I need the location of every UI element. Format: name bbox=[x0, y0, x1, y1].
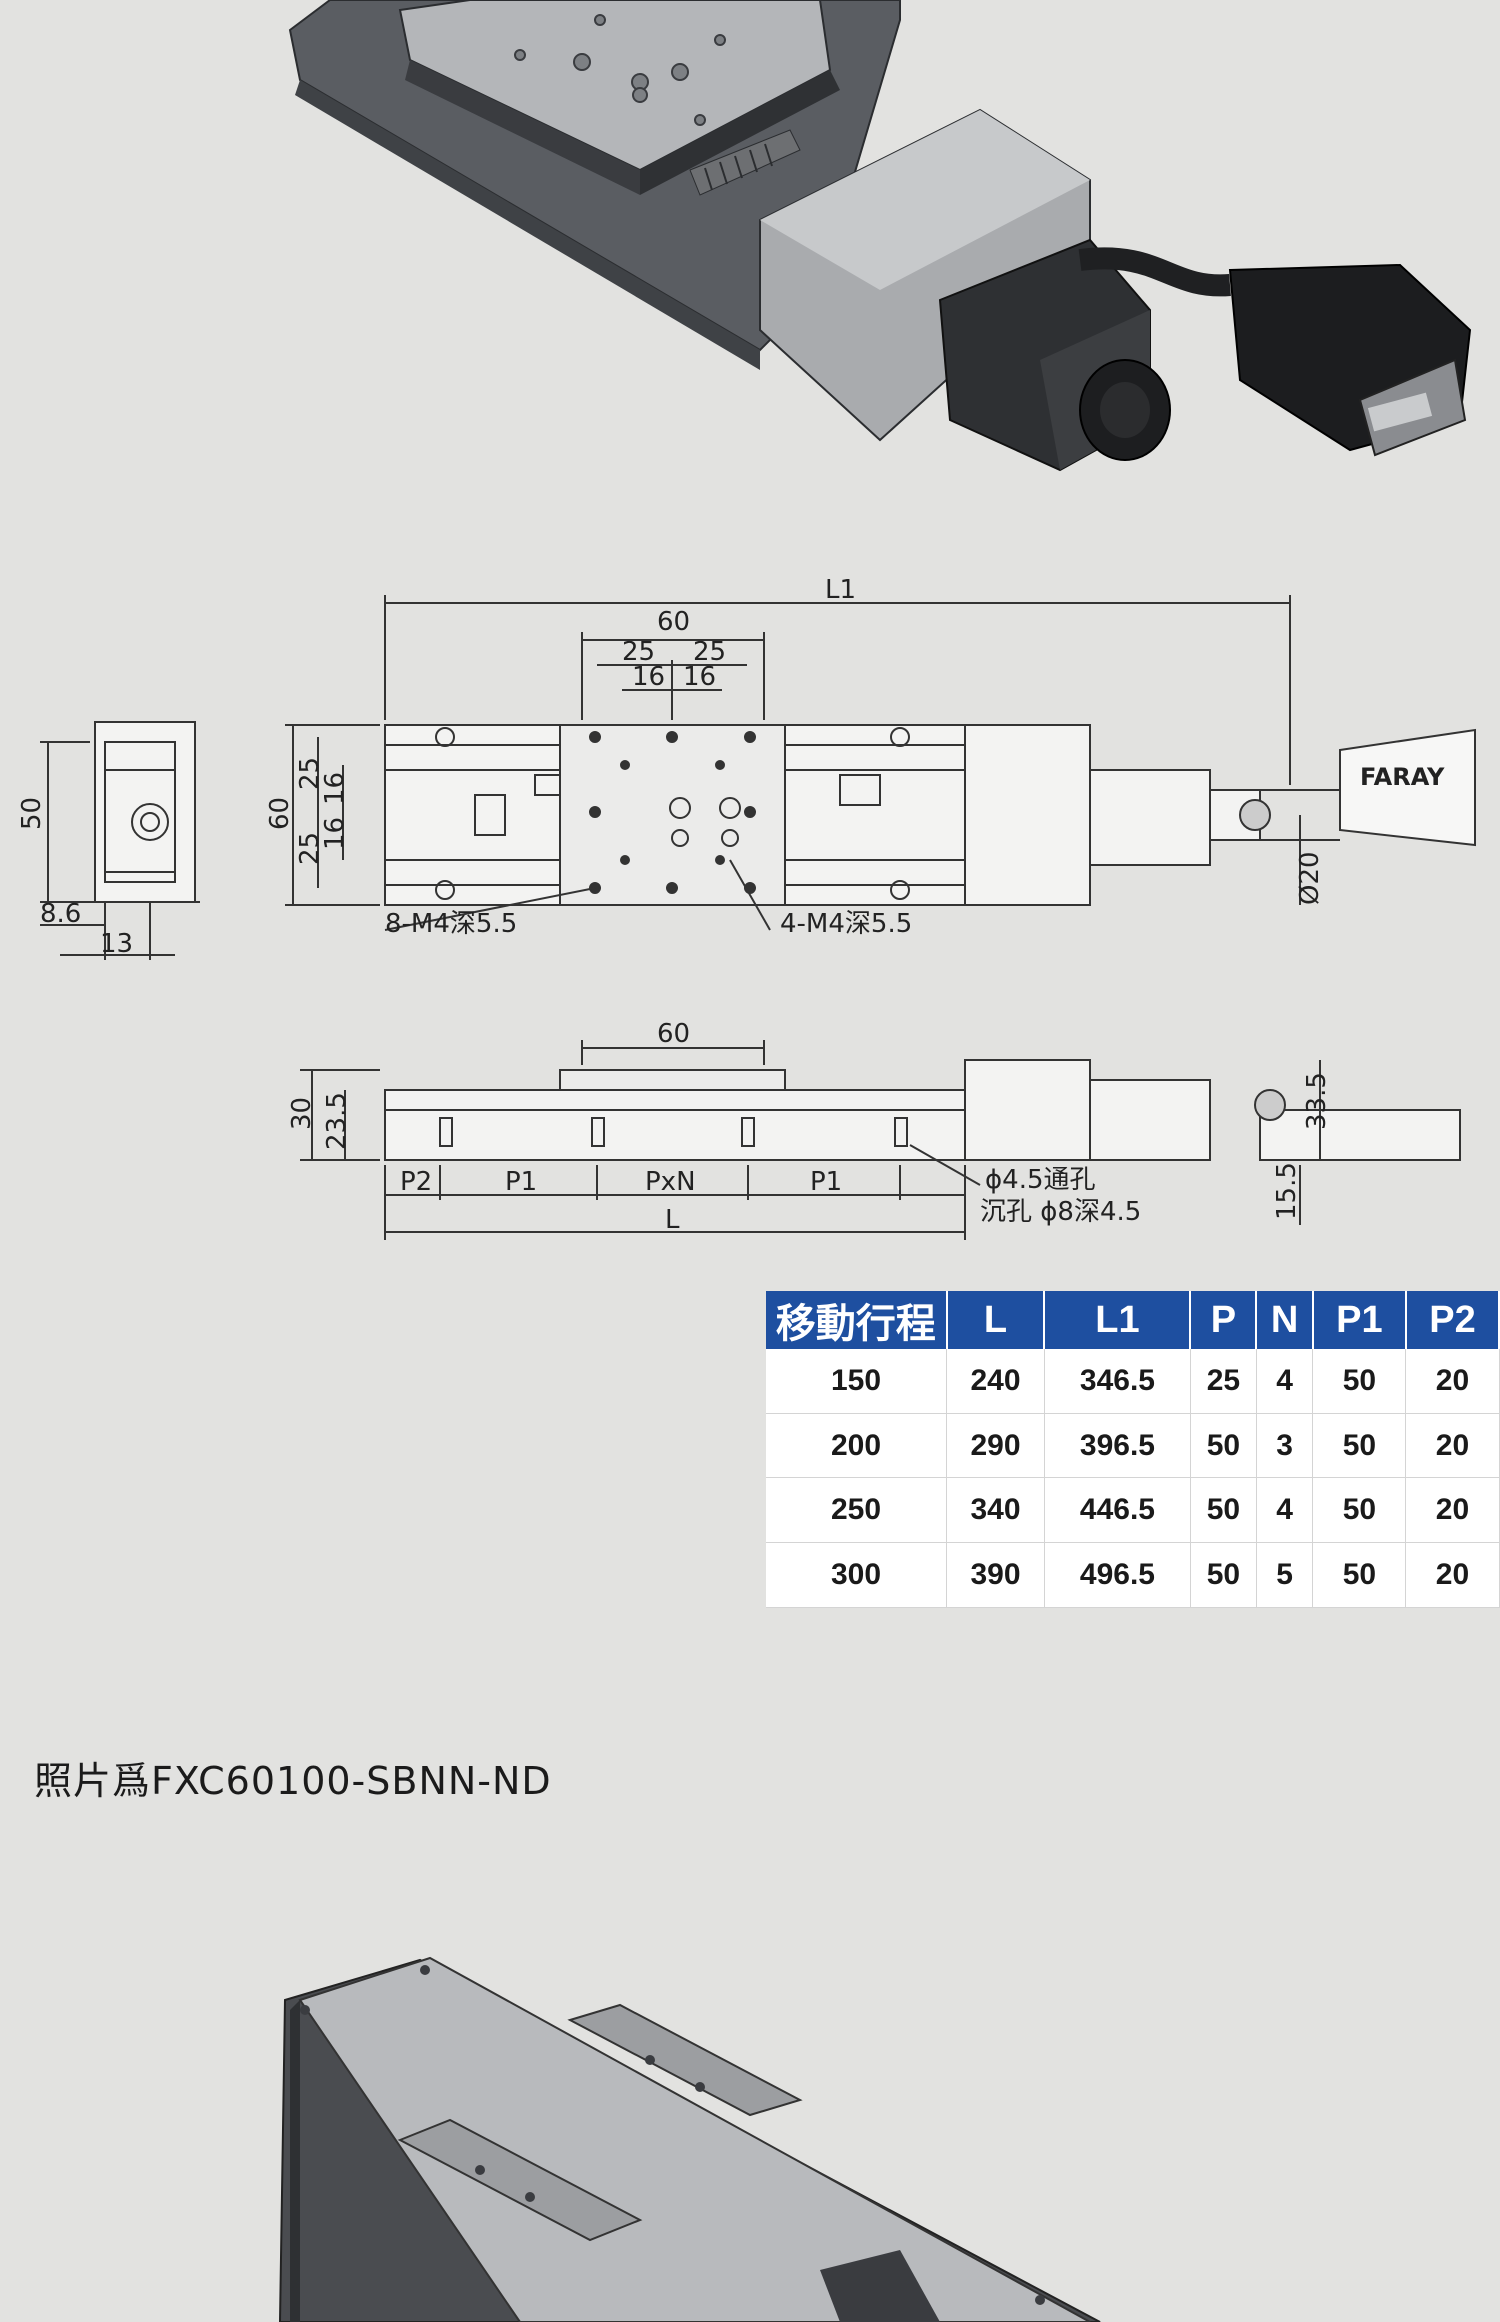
col-p: P bbox=[1190, 1291, 1258, 1349]
stage-render-top bbox=[288, 0, 1472, 472]
dim-v16-top: 16 bbox=[320, 772, 350, 805]
spec-header-row: 移動行程 L L1 P N P1 P2 bbox=[766, 1291, 1500, 1349]
table-cell: 290 bbox=[946, 1413, 1045, 1479]
col-n: N bbox=[1256, 1291, 1314, 1349]
table-cell: 5 bbox=[1256, 1542, 1314, 1608]
bottom-carriage-plate bbox=[298, 1956, 1091, 2322]
table-cell: 50 bbox=[1190, 1542, 1257, 1608]
dim-p2: P2 bbox=[400, 1167, 432, 1197]
dim-v25-bottom: 25 bbox=[295, 832, 325, 865]
dim-25-left: 25 bbox=[622, 637, 655, 667]
col-stroke: 移動行程 bbox=[766, 1291, 948, 1349]
table-row: 200 290 396.5 50 3 50 20 bbox=[766, 1413, 1500, 1479]
col-p2: P2 bbox=[1405, 1291, 1500, 1349]
dim-l1: L1 bbox=[825, 575, 856, 605]
dim-end-50: 50 bbox=[17, 797, 47, 830]
table-cell: 390 bbox=[946, 1542, 1045, 1608]
brand-faray: FARAY bbox=[1360, 763, 1445, 791]
dim-l: L bbox=[665, 1205, 680, 1235]
table-cell: 4 bbox=[1256, 1349, 1314, 1414]
dim-v16-bottom: 16 bbox=[320, 817, 350, 850]
dim-25-right: 25 bbox=[693, 637, 726, 667]
note-through-hole: ϕ4.5通孔 bbox=[985, 1165, 1096, 1195]
dim-v25-top: 25 bbox=[295, 757, 325, 790]
table-cell: 50 bbox=[1190, 1477, 1257, 1544]
table-row: 150 240 346.5 25 4 50 20 bbox=[766, 1349, 1500, 1414]
table-cell: 20 bbox=[1405, 1542, 1500, 1608]
table-cell: 300 bbox=[766, 1542, 947, 1608]
dim-top-width-60: 60 bbox=[657, 607, 690, 637]
table-cell: 396.5 bbox=[1044, 1413, 1191, 1479]
table-row: 250 340 446.5 50 4 50 20 bbox=[766, 1477, 1500, 1544]
note-4-m4: 4-M4深5.5 bbox=[780, 909, 912, 939]
dim-16-right: 16 bbox=[683, 662, 716, 692]
col-p1: P1 bbox=[1312, 1291, 1407, 1349]
dim-side-30: 30 bbox=[287, 1097, 317, 1130]
dim-side-15-5: 15.5 bbox=[1272, 1162, 1302, 1220]
motor-cable bbox=[1078, 247, 1231, 297]
table-cell: 4 bbox=[1256, 1477, 1314, 1544]
dim-p1-left: P1 bbox=[505, 1167, 537, 1197]
table-cell: 50 bbox=[1312, 1477, 1407, 1544]
table-cell: 20 bbox=[1405, 1349, 1500, 1414]
table-cell: 446.5 bbox=[1044, 1477, 1191, 1544]
note-counterbore: 沉孔 ϕ8深4.5 bbox=[980, 1197, 1141, 1227]
dim-side-60: 60 bbox=[657, 1019, 690, 1049]
photo-caption: 照片爲FXC60100-SBNN-ND bbox=[34, 1759, 552, 1803]
table-cell: 346.5 bbox=[1044, 1349, 1191, 1414]
table-cell: 340 bbox=[946, 1477, 1045, 1544]
col-l1: L1 bbox=[1044, 1291, 1192, 1349]
table-row: 300 390 496.5 50 5 50 20 bbox=[766, 1542, 1500, 1608]
col-l: L bbox=[946, 1291, 1046, 1349]
table-cell: 50 bbox=[1312, 1349, 1407, 1414]
table-cell: 20 bbox=[1405, 1413, 1500, 1479]
table-cell: 200 bbox=[766, 1413, 947, 1479]
dim-pxn: PxN bbox=[645, 1167, 696, 1197]
table-cell: 3 bbox=[1256, 1413, 1314, 1479]
table-cell: 150 bbox=[766, 1349, 947, 1414]
note-8-m4: 8-M4深5.5 bbox=[385, 909, 517, 939]
dim-p1-right: P1 bbox=[810, 1167, 842, 1197]
dim-side-33-5: 33.5 bbox=[1302, 1072, 1332, 1130]
table-cell: 20 bbox=[1405, 1477, 1500, 1544]
spec-table: 移動行程 L L1 P N P1 P2 150 240 346.5 25 4 5… bbox=[766, 1291, 1500, 1608]
dim-side-23-5: 23.5 bbox=[322, 1092, 352, 1150]
dim-height-60: 60 bbox=[265, 797, 295, 830]
table-cell: 50 bbox=[1312, 1413, 1407, 1479]
dim-diameter-20: Ø20 bbox=[1295, 851, 1325, 905]
dim-16-left: 16 bbox=[632, 662, 665, 692]
table-cell: 250 bbox=[766, 1477, 947, 1544]
table-cell: 50 bbox=[1190, 1413, 1257, 1479]
table-cell: 240 bbox=[946, 1349, 1045, 1414]
table-cell: 25 bbox=[1190, 1349, 1257, 1414]
dim-end-13: 13 bbox=[100, 929, 133, 959]
table-cell: 50 bbox=[1312, 1542, 1407, 1608]
dim-end-8-6: 8.6 bbox=[40, 899, 81, 929]
side-view-body bbox=[384, 1089, 966, 1161]
table-cell: 496.5 bbox=[1044, 1542, 1191, 1608]
technical-drawing: L1 60 25 25 16 16 60 25 16 16 25 8-M4深5.… bbox=[17, 575, 1476, 1240]
